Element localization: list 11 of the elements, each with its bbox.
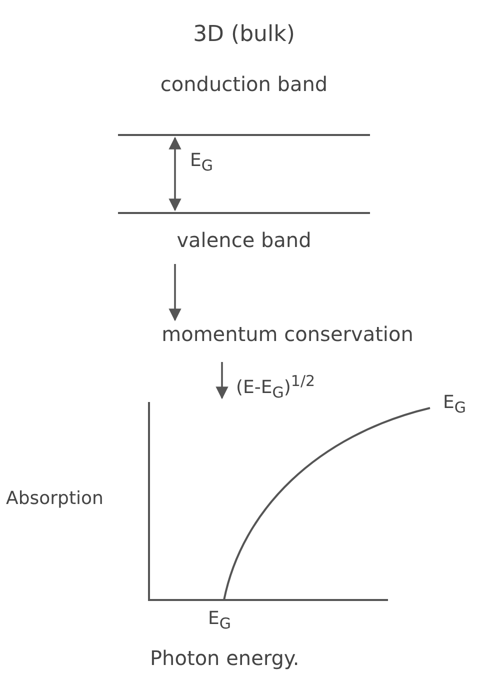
- curve-label: E$_{G}$: [443, 392, 466, 417]
- axis-label: Absorption: [6, 488, 104, 509]
- arrow: [216, 362, 228, 400]
- band-label: conduction band: [160, 72, 328, 96]
- band-label: valence band: [176, 228, 312, 252]
- arrow: [168, 264, 182, 322]
- axis-label: Photon energy.: [150, 646, 300, 670]
- arrow: [168, 136, 182, 212]
- band-label: momentum conservation: [162, 322, 414, 346]
- title: 3D (bulk): [192, 22, 296, 47]
- tick-label: E$_{G}$: [208, 608, 231, 633]
